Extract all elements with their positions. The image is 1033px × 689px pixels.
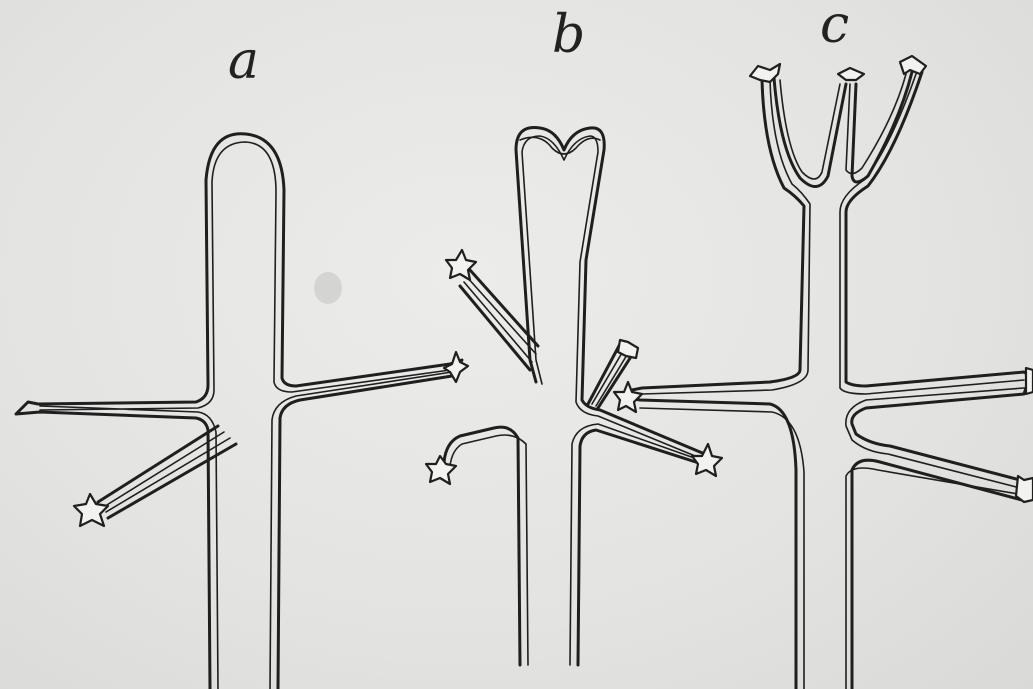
panel-b-label: b (552, 5, 585, 65)
panel-c-label: c (820, 0, 849, 55)
panel-c-tip-top-right (900, 56, 926, 74)
panel-c-tip-right-upper (1026, 368, 1033, 394)
panel-b-stem-outline (444, 127, 710, 665)
panel-c-tip-right-lower (1016, 476, 1033, 502)
panel-b: b (426, 5, 722, 665)
panel-c: c (614, 0, 1033, 689)
panel-c-stem-inner (640, 74, 1024, 689)
panel-a: a (16, 31, 468, 689)
panel-b-tip-upperleft (446, 250, 476, 280)
panel-c-tip-top-middle (838, 68, 864, 80)
panel-c-tip-left (614, 382, 642, 412)
panel-c-stem-outline (631, 72, 1030, 689)
panel-a-bud-branch-inner (102, 432, 230, 512)
panel-a-label: a (228, 31, 259, 91)
stain (314, 272, 342, 304)
panel-a-stem-outline (16, 134, 462, 689)
panel-b-tip-right (692, 444, 722, 476)
